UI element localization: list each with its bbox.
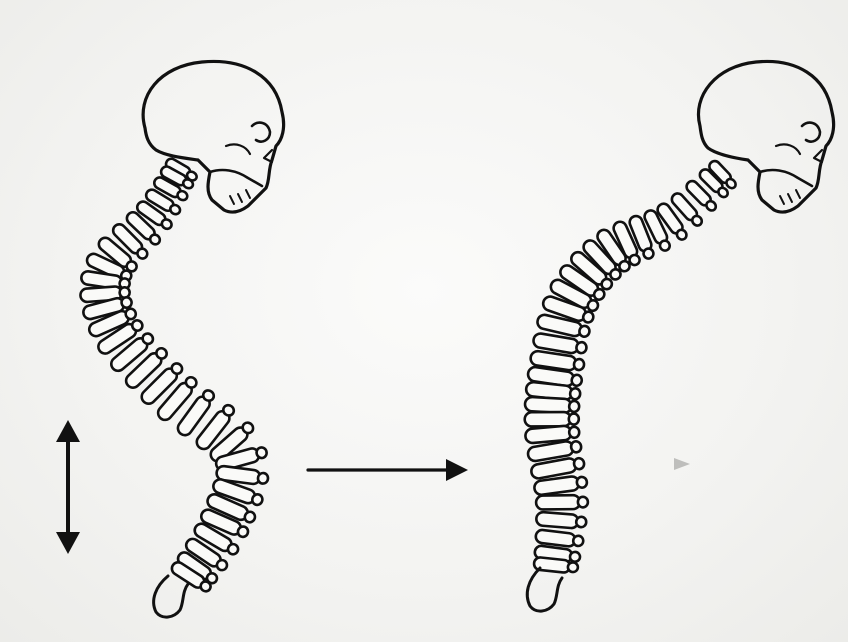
right-spinous-process [573, 535, 584, 546]
right-vertebra [536, 495, 580, 509]
right-vertebra [536, 512, 579, 529]
right-spinous-process [578, 325, 590, 338]
right-skeleton-figure [525, 61, 834, 611]
right-spinous-process [571, 374, 582, 386]
right-spinous-process [576, 341, 588, 354]
left-spinous-process [120, 296, 132, 309]
right-spinous-process [569, 414, 579, 425]
right-sacrum [527, 568, 562, 611]
right-spinous-process [573, 457, 585, 470]
transition-arrow-icon [308, 459, 468, 481]
right-spinous-process [569, 426, 580, 438]
left-spine-icon [80, 157, 269, 593]
right-spinous-process [576, 476, 587, 488]
right-spinous-process [576, 516, 587, 527]
right-spine-icon [525, 159, 738, 573]
left-skeleton-figure [80, 61, 284, 617]
right-spinous-process [569, 551, 580, 562]
right-spinous-process [569, 401, 580, 413]
right-spinous-process [573, 358, 585, 370]
height-indicator-icon [56, 420, 80, 554]
left-spinous-process [257, 472, 268, 484]
right-vertebra [525, 412, 571, 427]
right-spinous-process [570, 388, 581, 400]
stray-mark [674, 458, 690, 470]
right-spinous-process [567, 562, 578, 573]
left-spinous-process [255, 446, 267, 459]
right-vertebra [535, 529, 576, 547]
right-spinous-process [570, 441, 582, 454]
left-sacrum [154, 576, 188, 617]
right-spinous-process [578, 497, 588, 508]
